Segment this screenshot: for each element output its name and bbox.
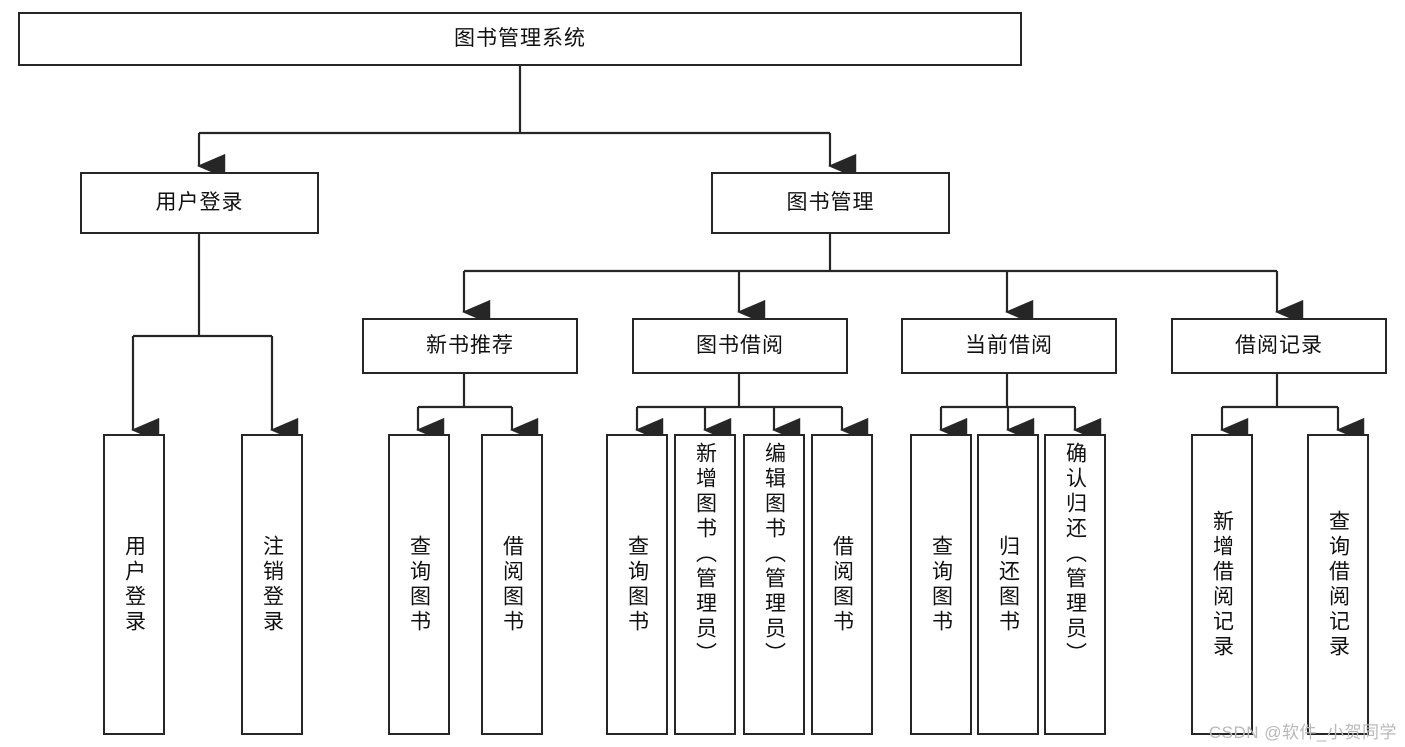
node-leaf-query-book-recommend-label: 查询图书 <box>407 534 431 635</box>
node-leaf-add-book[interactable]: 新增图书（管理员） <box>674 434 736 735</box>
node-leaf-user-logout[interactable]: 注销登录 <box>241 434 303 735</box>
node-leaf-confirm-return[interactable]: 确认归还（管理员） <box>1044 434 1106 735</box>
node-root-label: 图书管理系统 <box>454 26 586 50</box>
watermark: CSDN @软件_小贺同学 <box>1208 723 1397 742</box>
node-book-manage[interactable]: 图书管理 <box>711 172 950 234</box>
node-root[interactable]: 图书管理系统 <box>18 12 1022 66</box>
node-leaf-user-login-label: 用户登录 <box>122 534 146 635</box>
node-leaf-borrow-book-recommend[interactable]: 借阅图书 <box>481 434 543 735</box>
node-book-borrow-label: 图书借阅 <box>696 333 784 357</box>
node-leaf-confirm-return-label: 确认归还（管理员） <box>1063 442 1087 667</box>
node-user-login[interactable]: 用户登录 <box>80 172 319 234</box>
node-leaf-add-borrow-record-label: 新增借阅记录 <box>1210 509 1234 660</box>
node-leaf-borrow-book[interactable]: 借阅图书 <box>811 434 873 735</box>
node-leaf-borrow-book-recommend-label: 借阅图书 <box>500 534 524 635</box>
node-leaf-borrow-book-label: 借阅图书 <box>830 534 854 635</box>
node-leaf-query-borrow-record-label: 查询借阅记录 <box>1326 509 1350 660</box>
node-leaf-query-book-current-label: 查询图书 <box>929 534 953 635</box>
node-leaf-query-borrow-record[interactable]: 查询借阅记录 <box>1307 434 1369 735</box>
node-leaf-query-book-current[interactable]: 查询图书 <box>910 434 972 735</box>
node-leaf-edit-book-label: 编辑图书（管理员） <box>762 442 786 667</box>
node-leaf-return-book-label: 归还图书 <box>996 534 1020 635</box>
node-borrow-record-label: 借阅记录 <box>1235 333 1323 357</box>
node-leaf-add-borrow-record[interactable]: 新增借阅记录 <box>1191 434 1253 735</box>
node-new-book-recommend-label: 新书推荐 <box>426 333 514 357</box>
node-user-login-label: 用户登录 <box>155 190 244 214</box>
node-book-manage-label: 图书管理 <box>786 190 875 214</box>
node-leaf-edit-book[interactable]: 编辑图书（管理员） <box>743 434 805 735</box>
node-leaf-query-book-borrow-label: 查询图书 <box>625 534 649 635</box>
node-leaf-add-book-label: 新增图书（管理员） <box>693 442 717 667</box>
node-borrow-record[interactable]: 借阅记录 <box>1171 318 1387 374</box>
node-current-borrow-label: 当前借阅 <box>965 333 1053 357</box>
node-new-book-recommend[interactable]: 新书推荐 <box>362 318 578 374</box>
node-leaf-user-login[interactable]: 用户登录 <box>103 434 165 735</box>
node-book-borrow[interactable]: 图书借阅 <box>632 318 848 374</box>
node-leaf-user-logout-label: 注销登录 <box>260 534 284 635</box>
node-leaf-return-book[interactable]: 归还图书 <box>977 434 1039 735</box>
node-leaf-query-book-borrow[interactable]: 查询图书 <box>606 434 668 735</box>
node-current-borrow[interactable]: 当前借阅 <box>901 318 1117 374</box>
node-leaf-query-book-recommend[interactable]: 查询图书 <box>388 434 450 735</box>
